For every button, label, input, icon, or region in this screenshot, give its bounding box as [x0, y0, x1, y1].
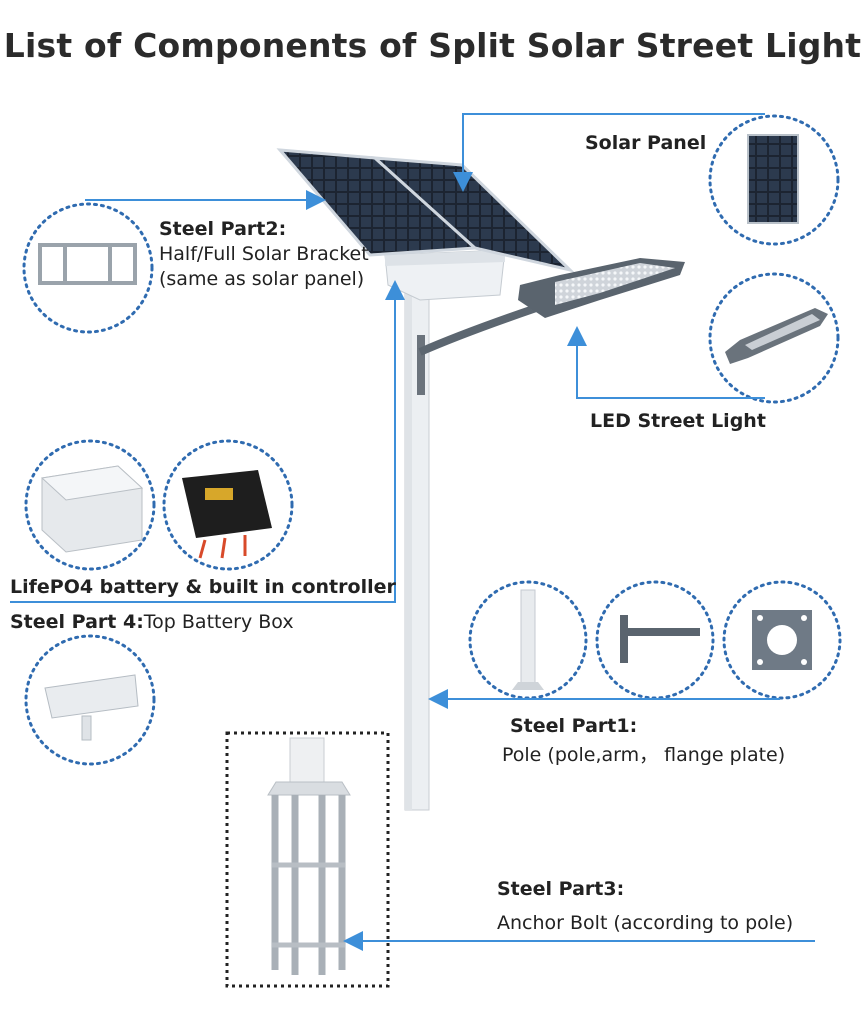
steel-part2-line1: Half/Full Solar Bracket: [159, 243, 369, 265]
arm-icon: [620, 615, 700, 663]
connector-arrows: [10, 113, 815, 951]
solar-panels: [276, 148, 575, 273]
led-light-icon: [725, 308, 828, 364]
pole: [404, 279, 430, 811]
pole-icon: [512, 589, 544, 690]
battery-box-icon: [44, 674, 139, 741]
steel-part4-desc: Top Battery Box: [143, 611, 294, 633]
steel-part2-circle: [22, 202, 154, 334]
steel-part4-title: Steel Part 4:: [10, 611, 144, 633]
steel-part2-line2: (same as solar panel): [159, 268, 365, 290]
battery-box: [384, 249, 506, 301]
bracket-icon: [38, 243, 137, 285]
page-title: List of Components of Split Solar Street…: [3, 26, 862, 65]
led-lamp: [518, 258, 685, 318]
solar-panel-icon: [747, 134, 799, 224]
controller-icon: [182, 470, 272, 559]
solar-panel-label: Solar Panel: [585, 132, 707, 154]
arm-circle: [595, 580, 715, 700]
battery-icon: [40, 465, 144, 553]
steel-part2-title: Steel Part2:: [159, 218, 287, 240]
steel-part3-desc: Anchor Bolt (according to pole): [497, 912, 794, 934]
steel-part4-label: Steel Part 4:Top Battery Box: [10, 611, 294, 633]
steel-part3-title: Steel Part3:: [497, 878, 625, 900]
steel-part1-desc: Pole (pole,arm， flange plate): [502, 744, 786, 766]
steel-part1-title: Steel Part1:: [510, 715, 638, 737]
battery-controller-label: LifePO4 battery & built in controller: [10, 576, 396, 598]
led-street-light-label: LED Street Light: [590, 410, 766, 432]
anchor-bolt-box: [225, 731, 390, 988]
flange-plate-icon: [752, 610, 812, 670]
